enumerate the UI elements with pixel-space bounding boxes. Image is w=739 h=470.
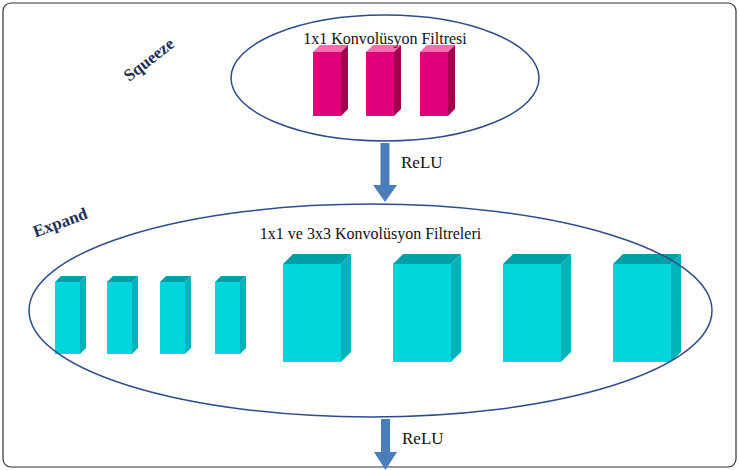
cuboid-front — [313, 52, 341, 116]
cuboid-front — [107, 282, 132, 354]
cuboid-top — [393, 254, 461, 264]
activation-label: ReLU — [401, 153, 443, 173]
ellipse-border — [231, 15, 539, 141]
activation-label: ReLU — [402, 429, 444, 449]
ellipse-stage: Expand1x1 ve 3x3 Konvolüsyon Filtreleri — [28, 203, 713, 418]
filter-cuboid — [366, 45, 401, 116]
cuboid-front — [55, 282, 80, 354]
arrow-shaft — [381, 419, 390, 453]
cuboid-front — [283, 264, 341, 362]
cuboid-front — [613, 264, 671, 362]
filter-cuboid — [160, 276, 191, 354]
stage-heading: Expand — [30, 204, 90, 242]
cuboid-side — [451, 254, 461, 362]
filter-cuboid — [313, 45, 348, 116]
filter-cuboid — [215, 276, 246, 354]
ellipse-stage: Squeeze1x1 Konvolüsyon Filtresi — [230, 14, 540, 142]
ellipse-border — [29, 204, 712, 417]
filter-cuboid — [420, 45, 455, 116]
cuboid-front — [366, 52, 394, 116]
stage-caption: 1x1 ve 3x3 Konvolüsyon Filtreleri — [28, 225, 713, 243]
filter-cuboid — [613, 254, 681, 362]
cuboid-front — [160, 282, 185, 354]
cuboid-top — [503, 254, 571, 264]
cuboid-side — [341, 45, 348, 116]
cuboid-side — [132, 276, 138, 354]
cuboid-side — [341, 254, 351, 362]
cuboid-side — [671, 254, 681, 362]
stage-caption: 1x1 Konvolüsyon Filtresi — [230, 30, 540, 48]
cuboid-side — [240, 276, 246, 354]
filter-cuboid — [393, 254, 461, 362]
cuboid-front — [393, 264, 451, 362]
cuboid-side — [394, 45, 401, 116]
outer-frame — [3, 3, 736, 467]
cuboid-side — [185, 276, 191, 354]
filter-cuboid — [503, 254, 571, 362]
cuboid-front — [420, 52, 448, 116]
filter-cuboid — [55, 276, 86, 354]
filter-cuboid — [283, 254, 351, 362]
filter-cuboid — [107, 276, 138, 354]
output-arrow — [374, 419, 397, 470]
cuboid-side — [80, 276, 86, 354]
cuboid-top — [283, 254, 351, 264]
flow-arrow — [381, 143, 390, 186]
cuboid-side — [561, 254, 571, 362]
cuboid-front — [503, 264, 561, 362]
cuboid-front — [215, 282, 240, 354]
arrow-head — [374, 452, 397, 470]
arrow-head — [373, 185, 397, 202]
cuboid-side — [448, 45, 455, 116]
